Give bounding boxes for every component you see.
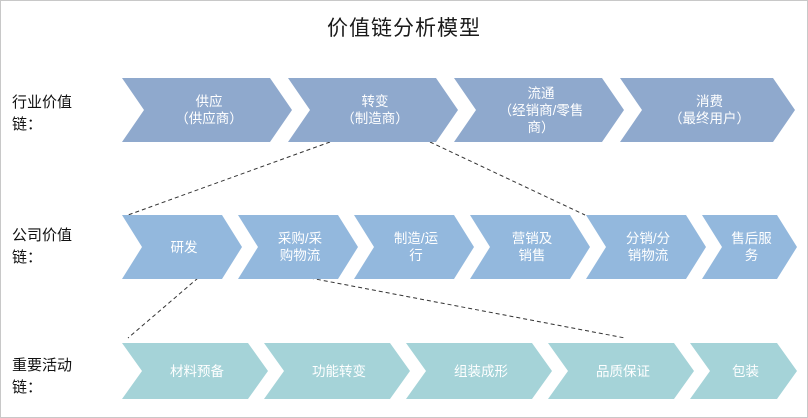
chevron-step[interactable]: 研发 [122, 215, 242, 279]
chevron-step[interactable]: 分销/分 销物流 [586, 215, 706, 279]
chevron-step[interactable]: 材料预备 [122, 343, 268, 399]
chevron-step[interactable]: 转变 （制造商） [288, 78, 458, 142]
chevron-label: 材料预备 [170, 363, 224, 379]
row-label-company: 公司价值 链： [12, 227, 73, 266]
chevron-label: 营销及 销售 [511, 231, 553, 263]
chevron-label: 研发 [170, 239, 198, 255]
row-label-industry: 行业价值 链： [12, 94, 73, 133]
chevron-step[interactable]: 制造/运 行 [354, 215, 474, 279]
chevron-label: 包装 [732, 363, 759, 379]
chevron-label: 功能转变 [312, 363, 366, 379]
chevron-step[interactable]: 品质保证 [548, 343, 694, 399]
chevron-step[interactable]: 消费 （最终用户） [620, 78, 795, 142]
chevron-label: 供应 （供应商） [175, 94, 243, 126]
chevron-label: 售后服 务 [731, 231, 772, 263]
chevron-label: 组装成形 [454, 363, 508, 379]
chevron-step[interactable]: 功能转变 [264, 343, 410, 399]
chevron-label: 流通 （经销商/零售 商） [498, 85, 584, 135]
chevron-label: 分销/分 销物流 [625, 231, 671, 263]
chevron-label: 制造/运 行 [393, 231, 439, 263]
chevron-step[interactable]: 供应 （供应商） [122, 78, 292, 142]
chevron-label: 品质保证 [596, 363, 650, 379]
page-title: 价值链分析模型 [327, 17, 481, 40]
chevron-label: 消费 （最终用户） [669, 94, 750, 126]
row-label-activities: 重要活动 链： [12, 357, 73, 396]
chevron-label: 转变 （制造商） [341, 94, 409, 126]
chevron-step[interactable]: 流通 （经销商/零售 商） [454, 78, 624, 142]
chevron-step[interactable]: 采购/采 购物流 [238, 215, 358, 279]
chevron-label: 采购/采 购物流 [277, 231, 323, 263]
chevron-step[interactable]: 营销及 销售 [470, 215, 590, 279]
chevron-step[interactable]: 组装成形 [406, 343, 552, 399]
